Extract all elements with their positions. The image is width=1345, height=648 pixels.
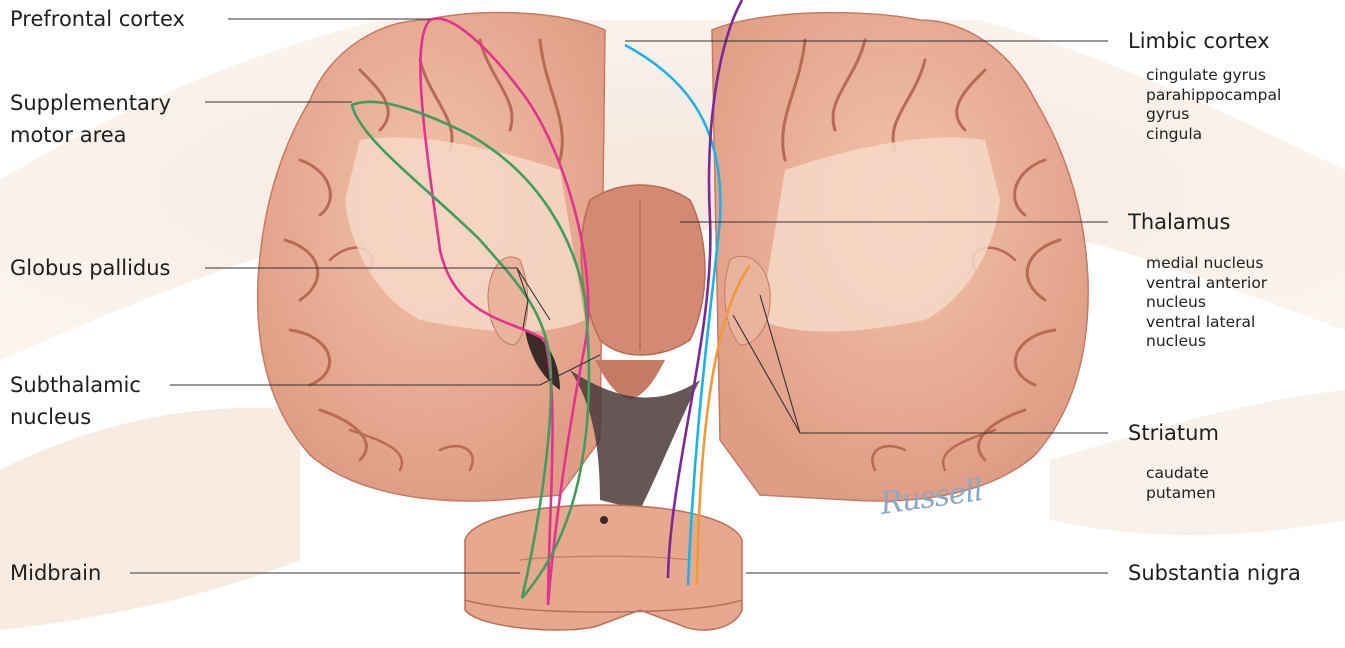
limbic-part: gyrus: [1146, 105, 1281, 125]
striatum-part: caudate: [1146, 464, 1216, 484]
limbic-part: parahippocampal: [1146, 86, 1281, 106]
label-substantia-nigra: Substantia nigra: [1128, 560, 1301, 587]
label-supplementary-motor-line2: motor area: [10, 122, 127, 149]
striatum-parts: caudate putamen: [1146, 464, 1216, 503]
thalamus-part: ventral lateral: [1146, 313, 1267, 333]
label-globus-pallidus: Globus pallidus: [10, 255, 171, 282]
limbic-part: cingulate gyrus: [1146, 66, 1281, 86]
striatum-part: putamen: [1146, 484, 1216, 504]
label-thalamus: Thalamus: [1128, 209, 1230, 236]
thalamus-part: ventral anterior: [1146, 274, 1267, 294]
thalamus-part: nucleus: [1146, 293, 1267, 313]
limbic-part: cingula: [1146, 125, 1281, 145]
limbic-cortex-parts: cingulate gyrus parahippocampal gyrus ci…: [1146, 66, 1281, 144]
label-prefrontal-cortex: Prefrontal cortex: [10, 6, 185, 33]
thalamus-part: nucleus: [1146, 332, 1267, 352]
midbrain-section: [465, 505, 742, 630]
label-limbic-cortex: Limbic cortex: [1128, 28, 1270, 55]
label-subthalamic-line2: nucleus: [10, 404, 91, 431]
label-supplementary-motor-line1: Supplementary: [10, 90, 171, 117]
thalamus-part: medial nucleus: [1146, 254, 1267, 274]
label-subthalamic-line1: Subthalamic: [10, 372, 141, 399]
thalamus-parts: medial nucleus ventral anterior nucleus …: [1146, 254, 1267, 352]
label-midbrain: Midbrain: [10, 560, 101, 587]
label-striatum: Striatum: [1128, 420, 1219, 447]
